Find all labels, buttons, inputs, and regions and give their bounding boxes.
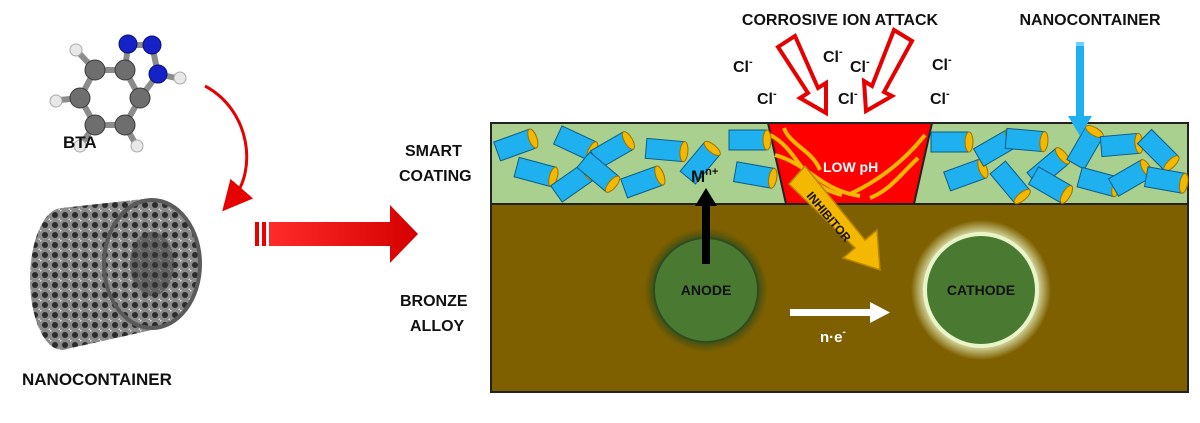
chloride-ion-label: Cl- bbox=[850, 56, 870, 76]
cathode-label: CATHODE bbox=[947, 282, 1015, 298]
nanocontainer-tube bbox=[1143, 166, 1189, 194]
nanocontainer-tube bbox=[930, 131, 974, 153]
nanocontainer-tube bbox=[1004, 127, 1049, 153]
nanocontainer-tube bbox=[644, 137, 689, 163]
anode-label: ANODE bbox=[681, 282, 732, 298]
nanocontainer-icon bbox=[30, 198, 202, 350]
nanocontainer-tube bbox=[1099, 132, 1144, 158]
nanocontainer-tube bbox=[728, 129, 772, 151]
nanocontainer-tube bbox=[1136, 128, 1180, 172]
chloride-ion-label: Cl- bbox=[932, 54, 952, 74]
electron-flow-arrow-icon bbox=[790, 302, 890, 323]
alloy-label-line1: BRONZE bbox=[400, 293, 468, 310]
coating-label-line2: COATING bbox=[399, 168, 472, 185]
nanocontainer-tube bbox=[1027, 166, 1074, 204]
chloride-ion-label: Cl- bbox=[930, 88, 950, 108]
right-nanocontainer-label: NANOCONTAINER bbox=[1019, 12, 1160, 29]
nanocontainer-tube bbox=[493, 128, 539, 162]
curved-arrow-icon bbox=[204, 84, 254, 212]
nanocontainer-arrow-icon bbox=[1068, 42, 1092, 136]
cathode-electrode bbox=[923, 232, 1039, 348]
chloride-ions: Cl-Cl-Cl-Cl-Cl-Cl-Cl- bbox=[733, 46, 952, 108]
bta-label: BTA bbox=[63, 133, 97, 152]
inhibitor-arrow-icon bbox=[787, 164, 881, 272]
chloride-ion-label: Cl- bbox=[823, 46, 843, 66]
bronze-alloy-layer bbox=[490, 203, 1189, 393]
bta-molecule-icon bbox=[49, 34, 187, 153]
chloride-ion-label: Cl- bbox=[733, 56, 753, 76]
chloride-ion-label: Cl- bbox=[838, 88, 858, 108]
nanocontainer-tube bbox=[513, 156, 559, 188]
nanocontainer-tube bbox=[1066, 124, 1104, 171]
metal-ion-label: Mn+ bbox=[691, 166, 718, 186]
nanocontainer-tube bbox=[989, 160, 1031, 205]
coating-label-line1: SMART bbox=[405, 143, 462, 160]
ion-attack-arrows-icon bbox=[775, 27, 915, 117]
left-nanocontainer-label: NANOCONTAINER bbox=[22, 370, 172, 389]
corrosive-attack-label: CORROSIVE ION ATTACK bbox=[742, 12, 939, 29]
chloride-ion-label: Cl- bbox=[757, 88, 777, 108]
nanocontainer-tube bbox=[576, 151, 621, 193]
electron-label: n·e- bbox=[820, 327, 846, 346]
nanocontainer-tube bbox=[620, 165, 666, 199]
nanocontainer-tubes bbox=[493, 124, 1189, 205]
transition-arrow-icon bbox=[255, 205, 418, 263]
low-ph-label: LOW pH bbox=[823, 159, 878, 175]
alloy-label-line2: ALLOY bbox=[410, 318, 465, 335]
metal-ion-arrow-icon bbox=[695, 188, 717, 264]
nanocontainer-tube bbox=[732, 161, 778, 189]
inhibitor-swirls bbox=[769, 127, 927, 200]
nanocontainer-tube bbox=[679, 140, 721, 185]
